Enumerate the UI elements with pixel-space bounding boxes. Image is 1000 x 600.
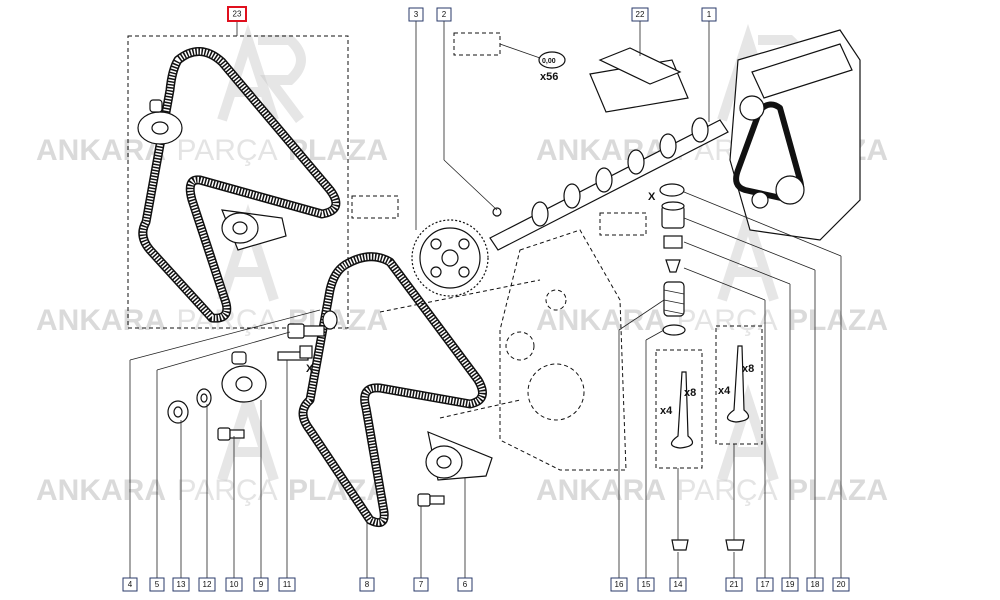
camshaft-assembly bbox=[351, 117, 729, 297]
exhaust-seal-qty: x8 bbox=[742, 363, 754, 375]
svg-text:21: 21 bbox=[730, 580, 739, 589]
kit-belt-texture bbox=[139, 48, 339, 322]
callout-1: 1 bbox=[701, 7, 717, 22]
timing-belt-kit-group bbox=[127, 35, 349, 329]
kit-idler-pulley bbox=[221, 209, 287, 251]
bolt-part-5 bbox=[287, 310, 338, 339]
axis-x-label-top: X bbox=[648, 191, 656, 203]
callout-15: 15 bbox=[637, 577, 655, 592]
svg-text:15: 15 bbox=[642, 580, 651, 589]
svg-text:20: 20 bbox=[837, 580, 846, 589]
valve-train-parts: X x4 x8 x4 x8 bbox=[599, 183, 763, 551]
svg-text:13: 13 bbox=[177, 580, 186, 589]
intake-valve-qty: x4 bbox=[660, 405, 673, 417]
svg-text:12: 12 bbox=[203, 580, 212, 589]
svg-text:14: 14 bbox=[674, 580, 683, 589]
watermark-text-6: ANKARA PARÇA PLAZA bbox=[536, 474, 888, 507]
svg-text:19: 19 bbox=[786, 580, 795, 589]
exhaust-valve-qty: x4 bbox=[718, 385, 731, 397]
stud-part-11: X bbox=[277, 345, 314, 375]
tappet-bucket bbox=[661, 201, 685, 229]
svg-text:23: 23 bbox=[233, 10, 242, 19]
callout-4: 4 bbox=[122, 577, 138, 592]
svg-text:18: 18 bbox=[811, 580, 820, 589]
bolt-part-7 bbox=[417, 493, 445, 507]
watermark-text-5: ANKARA PARÇA PLAZA bbox=[36, 474, 388, 507]
tappet-dashed-ref bbox=[599, 212, 647, 236]
svg-text:8: 8 bbox=[365, 580, 370, 589]
sprocket-dashed-ref bbox=[351, 195, 399, 219]
spring-retainer bbox=[665, 259, 681, 273]
valve-guide-21 bbox=[725, 539, 745, 551]
axis-x-label-bottom: X bbox=[306, 363, 314, 375]
washer-part-12 bbox=[196, 388, 212, 408]
svg-text:4: 4 bbox=[128, 580, 133, 589]
callout-17: 17 bbox=[756, 577, 774, 592]
callout-23: 23 bbox=[227, 6, 247, 22]
watermark-text-4: ANKARA PARÇA PLAZA bbox=[536, 304, 888, 337]
callout-22: 22 bbox=[631, 7, 649, 22]
callout-2: 2 bbox=[436, 7, 452, 22]
tappet-shim bbox=[659, 183, 685, 197]
callout-3: 3 bbox=[408, 7, 424, 22]
svg-text:16: 16 bbox=[615, 580, 624, 589]
small-hardware-parts: X bbox=[167, 310, 493, 507]
callout-11: 11 bbox=[278, 577, 296, 592]
shim-quantity-label: x56 bbox=[540, 71, 558, 83]
svg-text:5: 5 bbox=[155, 580, 160, 589]
callout-10: 10 bbox=[225, 577, 243, 592]
callout-6: 6 bbox=[457, 577, 473, 592]
callout-19: 19 bbox=[781, 577, 799, 592]
svg-text:9: 9 bbox=[259, 580, 264, 589]
callout-9: 9 bbox=[253, 577, 269, 592]
svg-text:10: 10 bbox=[230, 580, 239, 589]
engine-block-outline bbox=[499, 229, 627, 471]
valve-guide-14 bbox=[671, 539, 689, 551]
svg-text:1: 1 bbox=[707, 10, 712, 19]
intake-valve-group: x4 x8 bbox=[655, 349, 703, 469]
gasket-dashed-ref bbox=[453, 32, 501, 56]
kit-tensioner-pulley bbox=[137, 99, 183, 145]
callout-14: 14 bbox=[669, 577, 687, 592]
callout-12: 12 bbox=[198, 577, 216, 592]
callout-21: 21 bbox=[725, 577, 743, 592]
svg-text:2: 2 bbox=[442, 10, 447, 19]
idler-part-6 bbox=[425, 431, 493, 481]
callout-7: 7 bbox=[413, 577, 429, 592]
svg-text:6: 6 bbox=[463, 580, 468, 589]
exhaust-valve-group: x4 x8 bbox=[715, 325, 763, 445]
main-timing-belt bbox=[298, 252, 487, 528]
svg-text:3: 3 bbox=[414, 10, 419, 19]
camshaft-sprocket bbox=[411, 219, 489, 297]
nut-part-13 bbox=[167, 400, 189, 424]
valve-shim: 0,00 x56 bbox=[538, 51, 566, 83]
watermark-text-1: ANKARA PARÇA PLAZA bbox=[36, 134, 388, 167]
spring-seat bbox=[662, 324, 686, 336]
callout-8: 8 bbox=[359, 577, 375, 592]
intake-seal-qty: x8 bbox=[684, 387, 696, 399]
svg-text:11: 11 bbox=[283, 580, 292, 589]
watermark-logo-bottom-right bbox=[717, 383, 779, 482]
callout-13: 13 bbox=[172, 577, 190, 592]
callout-20: 20 bbox=[832, 577, 850, 592]
cylinder-head-gasket: 0,00 x56 bbox=[453, 32, 689, 113]
tensioner-part-9 bbox=[221, 351, 267, 403]
callout-16: 16 bbox=[610, 577, 628, 592]
callout-18: 18 bbox=[806, 577, 824, 592]
valve-spring bbox=[663, 281, 685, 317]
callout-5: 5 bbox=[149, 577, 165, 592]
camshaft-lobes bbox=[531, 117, 709, 227]
bolt-part-10 bbox=[217, 427, 245, 441]
svg-text:17: 17 bbox=[761, 580, 770, 589]
engine-overview-image bbox=[729, 29, 861, 241]
valve-stem-seal bbox=[663, 235, 683, 249]
leader-lines bbox=[129, 21, 842, 578]
woodruff-key bbox=[492, 207, 502, 217]
shim-thickness-label: 0,00 bbox=[542, 58, 556, 65]
svg-text:22: 22 bbox=[636, 10, 645, 19]
svg-text:7: 7 bbox=[419, 580, 424, 589]
kit-dashed-frame bbox=[127, 35, 349, 329]
